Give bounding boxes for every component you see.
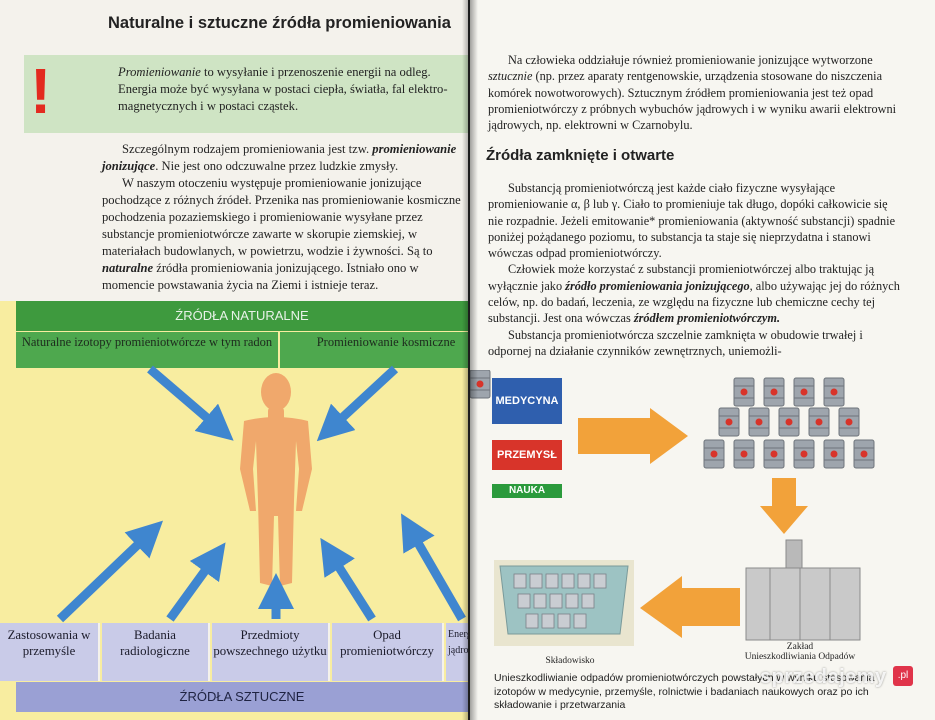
arrow-isotopes (147, 365, 234, 441)
paragraph-sealed: Substancja promieniotwórcza szczelnie za… (488, 327, 863, 358)
paragraph-ionizing: Szczególnym rodzajem promieniowania jest… (102, 142, 457, 173)
paragraph-natural: W naszym otoczeniu występuje promieniowa… (102, 176, 461, 292)
arrow-radiology (166, 542, 226, 622)
arrow-fallout (320, 537, 376, 622)
artificial-source-products: Przedmioty powszechnego użytku (212, 623, 330, 681)
arrow-energy (400, 513, 466, 622)
storage-facility-icon (494, 560, 634, 646)
figure-caption: Unieszkodliwianie odpadów promieniotwórc… (494, 672, 875, 711)
arrow-industry (56, 520, 164, 623)
callout-rest: to wysyłanie i przenoszenie energii na o… (118, 65, 448, 113)
natural-sources-header: ŹRÓDŁA NATURALNE (16, 301, 468, 331)
waste-process-graphics (470, 370, 875, 646)
natural-source-isotopes: Naturalne izotopy promieniotwórcze w tym… (16, 332, 278, 368)
right-body-text: Substancją promieniotwórczą jest każde c… (488, 180, 900, 359)
term-ionizing: promieniowanie jonizujące (102, 142, 457, 173)
left-page: Naturalne i sztuczne źródła promieniowan… (0, 0, 468, 720)
callout-box (24, 55, 468, 133)
paragraph-usage: Człowiek może korzystać z substancji pro… (488, 262, 900, 326)
artificial-source-energy: Energetyka jądrowa (446, 623, 468, 681)
section-heading: Źródła zamknięte i otwarte (486, 147, 675, 164)
book-gutter (462, 0, 478, 720)
right-page: Na człowieka oddziałuje również promieni… (470, 0, 935, 720)
term-source-ionizing: źródło promieniowania jonizującego (565, 278, 750, 293)
label-medycyna: MEDYCYNA (492, 378, 562, 424)
left-body-text: Szczególnym rodzajem promieniowania jest… (102, 141, 464, 294)
arrow-right-icon (578, 408, 688, 464)
term-artificial: sztucznie (488, 69, 533, 84)
arrow-left-icon (640, 576, 740, 638)
paragraph-artificial: Na człowieka oddziałuje również promieni… (488, 53, 897, 133)
human-figure-icon (240, 373, 312, 586)
watermark-badge: .pl (893, 666, 913, 686)
storage-label: Składowisko (545, 656, 595, 666)
right-top-text: Na człowieka oddziałuje również promieni… (488, 52, 900, 133)
label-przemysl: PRZEMYSŁ (492, 440, 562, 470)
callout-term: Promieniowanie (118, 65, 201, 79)
plant-label: Zakład Unieszkodliwiania Odpadów (744, 642, 856, 662)
label-nauka: NAUKA (492, 484, 562, 498)
diagram-graphics (56, 365, 466, 623)
paragraph-substance: Substancją promieniotwórczą jest każde c… (488, 181, 896, 261)
exclamation-icon: ! (30, 55, 52, 127)
arrow-down-icon (760, 478, 808, 534)
page-title: Naturalne i sztuczne źródła promieniowan… (108, 14, 451, 32)
radiation-sources-diagram: ŹRÓDŁA NATURALNE Naturalne izotopy promi… (0, 301, 468, 720)
disposal-plant-icon (745, 539, 861, 641)
waste-barrels-icon (470, 370, 491, 399)
natural-source-cosmic: Promieniowanie kosmiczne (280, 332, 468, 368)
artificial-source-fallout: Opad promieniotwórczy (332, 623, 444, 681)
artificial-sources-header: ŹRÓDŁA SZTUCZNE (16, 682, 468, 712)
watermark-text: sprzedajemy (760, 666, 887, 688)
artificial-source-radiology: Badania radiologiczne (102, 623, 210, 681)
artificial-source-industry: Zastosowania w przemyśle (0, 623, 100, 681)
arrow-cosmic (316, 365, 399, 442)
term-natural: naturalne (102, 261, 154, 275)
term-radioactive-source: źródłem promieniotwórczym. (633, 311, 781, 326)
callout-text: Promieniowanie to wysyłanie i przenoszen… (118, 64, 468, 115)
